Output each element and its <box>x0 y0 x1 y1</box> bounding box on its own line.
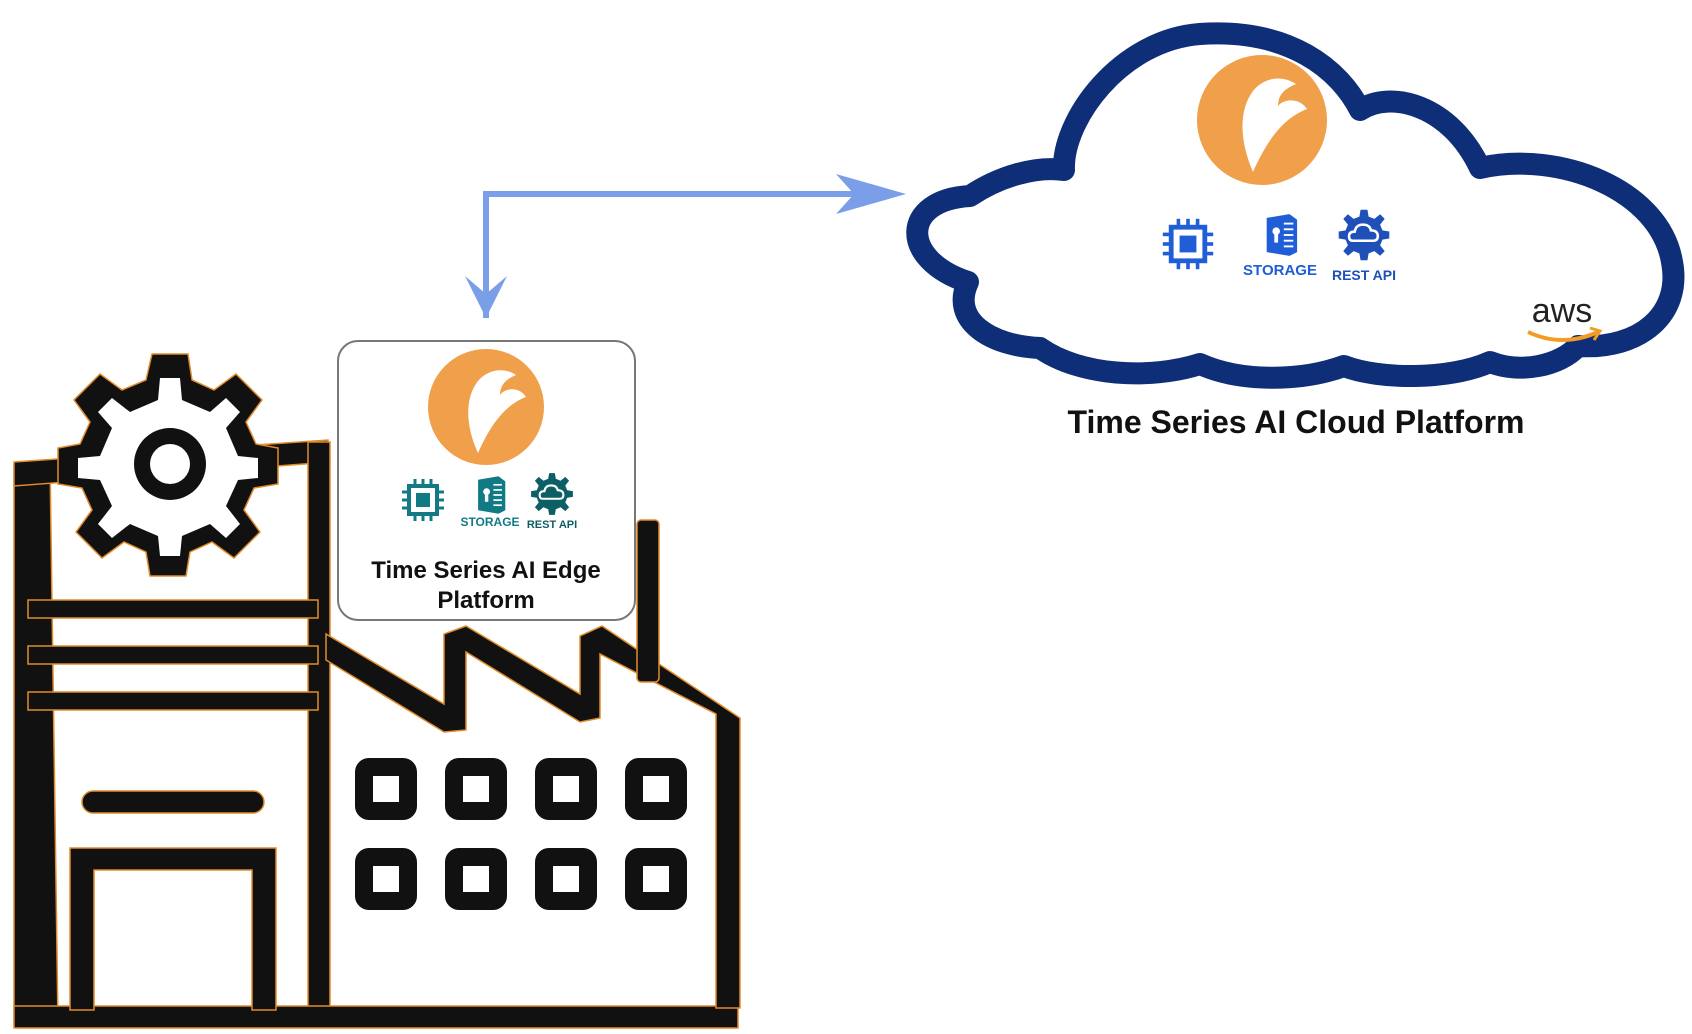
storage-icon <box>477 475 507 515</box>
edge-title-line2: Platform <box>437 587 534 614</box>
cloud-title: Time Series AI Cloud Platform <box>1068 404 1525 440</box>
cloud-storage-label: STORAGE <box>1243 262 1317 279</box>
rest-api-icon <box>530 472 574 516</box>
connection-arrow <box>465 174 906 318</box>
factory-icon <box>13 439 741 1029</box>
gear-icon <box>57 353 279 577</box>
chip-icon <box>1163 219 1213 269</box>
chip-icon <box>400 477 446 523</box>
edge-storage-label: STORAGE <box>460 515 519 529</box>
bird-logo-icon <box>1197 55 1327 185</box>
cloud-platform: STORAGE REST API aws <box>1163 55 1603 342</box>
bird-logo-icon <box>428 349 544 465</box>
storage-icon <box>1265 213 1299 257</box>
edge-platform-card: STORAGE REST API Time Series AI Edge Pla… <box>337 340 636 621</box>
aws-logo: aws <box>1527 292 1603 342</box>
edge-title-line1: Time Series AI Edge <box>371 557 600 584</box>
cloud-rest-label: REST API <box>1332 267 1396 283</box>
rest-api-icon <box>1337 208 1391 262</box>
aws-label: aws <box>1532 292 1592 330</box>
cloud-shape <box>906 22 1685 389</box>
edge-rest-label: REST API <box>527 519 577 531</box>
